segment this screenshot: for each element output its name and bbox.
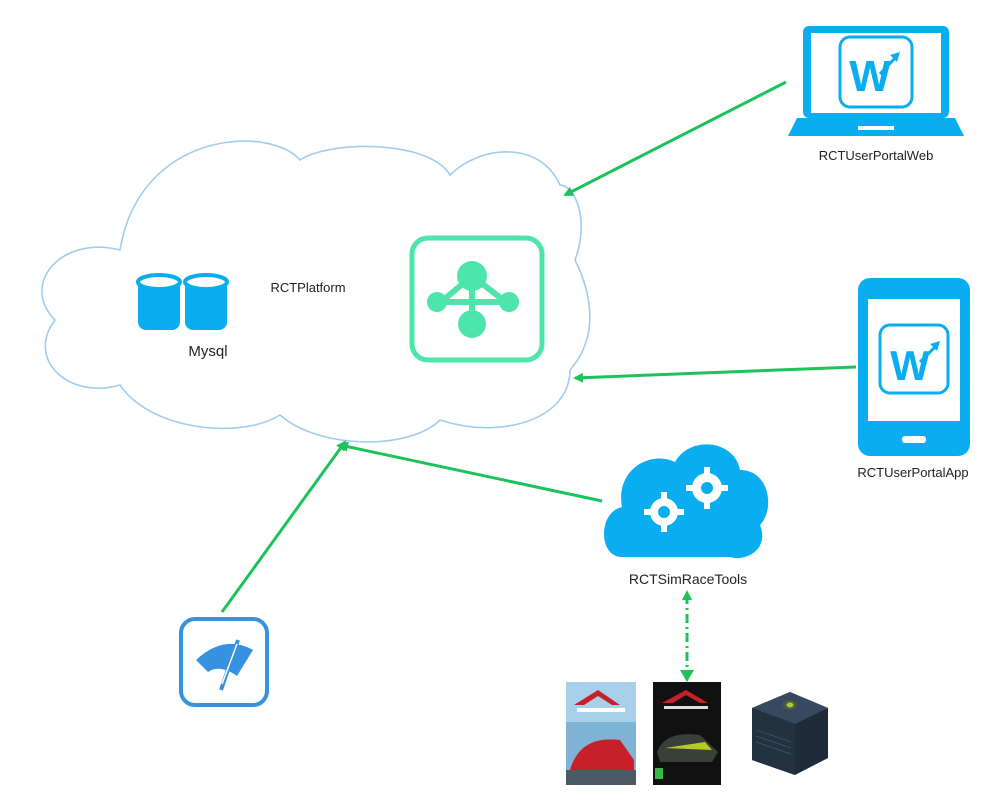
svg-text:W: W: [849, 52, 891, 101]
mysql-label: Mysql: [188, 343, 227, 360]
game-cover-assetto-corsa-competizione: [653, 682, 721, 785]
game-cover-assetto-corsa: [566, 682, 636, 785]
arrow-web-to-platform: [563, 80, 787, 197]
connector-arrows: [220, 80, 857, 680]
platform-label: RCTPlatform: [270, 280, 345, 295]
portal-web-label: RCTUserPortalWeb: [819, 148, 934, 163]
simrace-tools-label: RCTSimRaceTools: [629, 571, 747, 587]
arrow-app-to-platform: [573, 365, 857, 383]
database-icon: [136, 273, 229, 330]
arrow-tools-to-platform: [338, 441, 603, 503]
speedometer-icon[interactable]: [179, 617, 269, 707]
svg-text:W: W: [890, 342, 930, 389]
cloud-gears-icon[interactable]: [604, 444, 769, 559]
laptop-icon[interactable]: W: [788, 26, 964, 136]
hardware-box-icon: [752, 692, 828, 775]
arrow-games-to-tools-tail: [680, 670, 694, 682]
smartphone-icon[interactable]: W: [858, 278, 970, 456]
arrow-dashboard-to-platform: [220, 440, 347, 613]
hub-icon[interactable]: [409, 235, 545, 363]
platform-cloud: [41, 140, 591, 443]
portal-app-label: RCTUserPortalApp: [857, 465, 968, 480]
